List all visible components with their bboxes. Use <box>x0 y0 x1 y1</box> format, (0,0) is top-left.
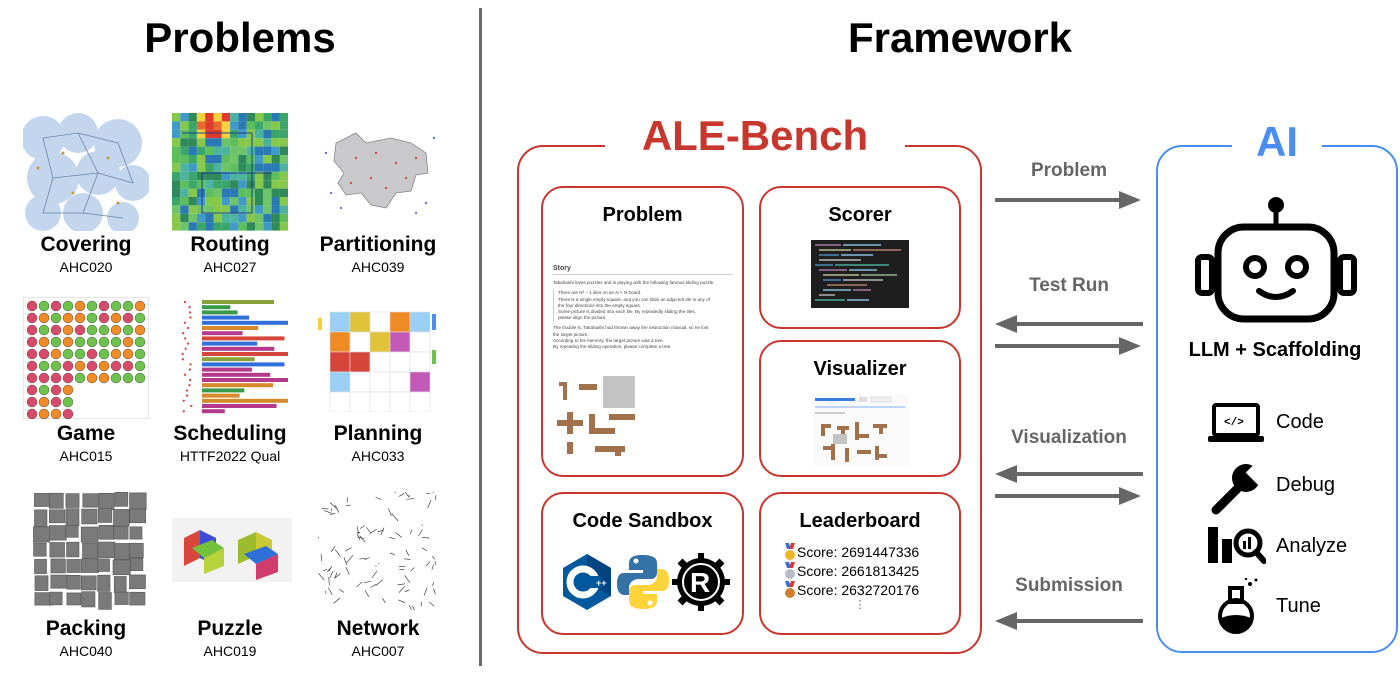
robot-icon <box>1195 197 1357 323</box>
story-line: the four directions into the empty squar… <box>558 302 642 308</box>
submission-arrow <box>995 612 1143 630</box>
visualizer-card: Visualizer <box>759 340 961 477</box>
python-logo-icon <box>617 555 669 609</box>
framework-title: Framework <box>847 14 1073 61</box>
routing-thumbnail <box>172 113 298 231</box>
problem-code-packing: AHC040 <box>59 643 113 659</box>
scorer-card: Scorer <box>759 186 961 329</box>
svg-text:R: R <box>690 567 710 598</box>
leaderboard-card: Leaderboard Score: 2691447336 Score: 266… <box>759 492 961 635</box>
story-line: There is a single empty square, and you … <box>558 296 710 302</box>
problem-card: Problem Story Takahashi loves puzzles an… <box>541 186 744 477</box>
test-run-arrow-forward <box>995 337 1141 355</box>
wrench-icon <box>1211 464 1262 515</box>
problem-name-scheduling: Scheduling <box>173 422 287 445</box>
covering-thumbnail <box>23 113 149 231</box>
section-divider <box>479 8 482 666</box>
problem-name-covering: Covering <box>40 233 132 256</box>
problem-code-network: AHC007 <box>351 643 405 659</box>
tool-label-debug: Debug <box>1276 474 1335 496</box>
story-line: According to his memory, the target pict… <box>553 337 664 343</box>
flask-icon <box>1218 578 1258 634</box>
gold-medal-icon <box>785 543 795 560</box>
visualization-arrow-label: Visualization <box>1011 427 1127 448</box>
problem-card-title: Problem <box>602 204 683 226</box>
leaderboard-score-3: Score: 2632720176 <box>797 582 920 598</box>
tool-label-analyze: Analyze <box>1276 535 1348 557</box>
problem-arrow-label: Problem <box>1030 160 1108 181</box>
ai-subtitle: LLM + Scaffolding <box>1188 339 1362 361</box>
problem-name-network: Network <box>336 617 420 640</box>
problem-code-game: AHC015 <box>59 448 113 464</box>
network-thumbnail <box>318 492 444 610</box>
problems-title: Problems <box>144 14 336 61</box>
packing-thumbnail <box>33 492 159 610</box>
leaderboard-score-2: Score: 2661813425 <box>797 563 920 579</box>
problem-name-packing: Packing <box>45 617 127 640</box>
test-run-arrow-back <box>995 315 1143 333</box>
problem-name-puzzle: Puzzle <box>197 617 263 640</box>
problem-name-routing: Routing <box>190 233 270 256</box>
laptop-code-icon: </> <box>1208 403 1264 442</box>
story-line: Takahashi loves puzzles and is playing w… <box>553 280 715 286</box>
cpp-logo-icon: ++ <box>563 554 611 610</box>
ai-title: AI <box>1232 118 1322 166</box>
story-line: please align the picture. <box>558 315 607 321</box>
game-thumbnail <box>23 297 149 419</box>
sliding-puzzle-figure <box>557 376 635 456</box>
story-line: There are N² − 1 tiles on an N × N board… <box>558 290 642 296</box>
visualizer-card-title: Visualizer <box>813 358 907 380</box>
tool-label-code: Code <box>1276 411 1324 433</box>
code-sandbox-card: Code Sandbox ++ R <box>541 492 744 635</box>
tool-label-tune: Tune <box>1276 595 1321 617</box>
partitioning-thumbnail <box>316 113 442 231</box>
svg-text:</>: </> <box>1224 417 1244 429</box>
story-line: the target picture. <box>553 331 589 337</box>
test-run-arrow-label: Test Run <box>1029 275 1109 296</box>
problem-arrow <box>995 191 1141 209</box>
leaderboard-more: ⋮ <box>854 599 866 611</box>
silver-medal-icon <box>785 562 795 579</box>
visualization-arrow-forward <box>995 487 1141 505</box>
story-heading: Story <box>553 265 733 276</box>
svg-text:++: ++ <box>596 578 607 588</box>
problem-code-covering: AHC020 <box>59 259 113 275</box>
visualizer-screenshot <box>813 394 909 466</box>
story-line: By repeating the sliding operation, plea… <box>553 344 672 350</box>
leaderboard-score-1: Score: 2691447336 <box>797 544 920 560</box>
code-sandbox-title: Code Sandbox <box>572 510 713 532</box>
problem-statement-preview: Story Takahashi loves puzzles and is pla… <box>553 265 733 350</box>
puzzle-thumbnail <box>172 518 298 582</box>
problem-name-planning: Planning <box>333 422 423 445</box>
story-line: The trouble is, Takahashi had thrown awa… <box>553 325 709 331</box>
problem-code-partitioning: AHC039 <box>351 259 405 275</box>
story-line: Some picture is divided into each tile. … <box>558 309 696 315</box>
problem-code-planning: AHC033 <box>351 448 405 464</box>
problem-code-scheduling: HTTF2022 Qual <box>179 448 281 464</box>
problem-name-game: Game <box>56 422 116 445</box>
problem-code-routing: AHC027 <box>203 259 257 275</box>
scheduling-thumbnail <box>172 297 298 419</box>
scorer-card-title: Scorer <box>828 204 892 226</box>
bronze-medal-icon <box>785 581 795 598</box>
chart-magnifier-icon <box>1208 527 1266 564</box>
story-quote: There are N² − 1 tiles on an N × N board… <box>553 290 733 322</box>
leaderboard-title: Leaderboard <box>799 510 921 532</box>
code-editor-screenshot <box>811 240 909 308</box>
planning-thumbnail <box>316 300 442 412</box>
submission-arrow-label: Submission <box>1015 575 1123 596</box>
visualization-arrow-back <box>995 465 1143 483</box>
ale-bench-title: ALE-Bench <box>605 112 905 160</box>
rust-logo-icon: R <box>672 553 730 611</box>
problem-name-partitioning: Partitioning <box>319 233 437 256</box>
problem-code-puzzle: AHC019 <box>203 643 257 659</box>
